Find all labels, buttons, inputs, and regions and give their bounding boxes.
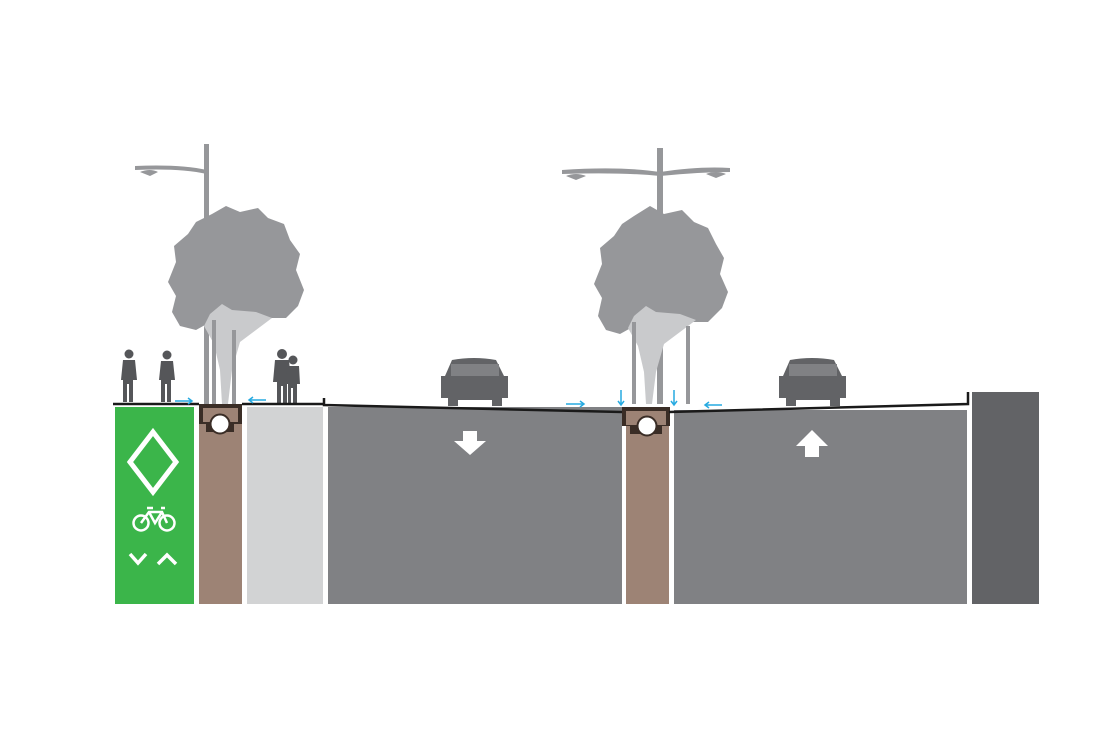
arrow-up-icon bbox=[796, 430, 828, 457]
drainage-arrow-1 bbox=[175, 397, 194, 405]
drainage-arrows bbox=[175, 390, 722, 409]
drainage-inlet-right bbox=[622, 407, 670, 437]
sidewalk bbox=[247, 407, 323, 604]
bike-lane bbox=[115, 407, 194, 604]
car-right bbox=[779, 358, 846, 406]
drainage-arrow-5 bbox=[670, 390, 678, 407]
tree-right bbox=[594, 206, 728, 404]
tree-planting-strip-left bbox=[199, 407, 242, 604]
pedestrian-4 bbox=[285, 355, 300, 404]
bike-lane-symbols bbox=[126, 427, 180, 566]
bicycle-icon bbox=[132, 506, 176, 532]
drainage-arrow-2 bbox=[247, 396, 266, 404]
two-way-chevrons-icon bbox=[128, 552, 178, 566]
pedestrian-1 bbox=[121, 349, 137, 402]
drainage-arrow-3 bbox=[566, 400, 586, 408]
building-edge bbox=[972, 392, 1039, 604]
diamond-icon bbox=[126, 427, 180, 497]
arrow-down-icon bbox=[454, 431, 486, 455]
tree-left bbox=[168, 206, 304, 404]
median-planting-strip bbox=[626, 410, 669, 604]
drainage-inlet-left bbox=[199, 404, 242, 435]
drainage-arrow-6 bbox=[703, 401, 722, 409]
ground-line bbox=[113, 392, 970, 414]
car-left bbox=[441, 358, 508, 406]
pedestrian-2 bbox=[159, 350, 175, 402]
drainage-arrow-4 bbox=[617, 390, 625, 407]
